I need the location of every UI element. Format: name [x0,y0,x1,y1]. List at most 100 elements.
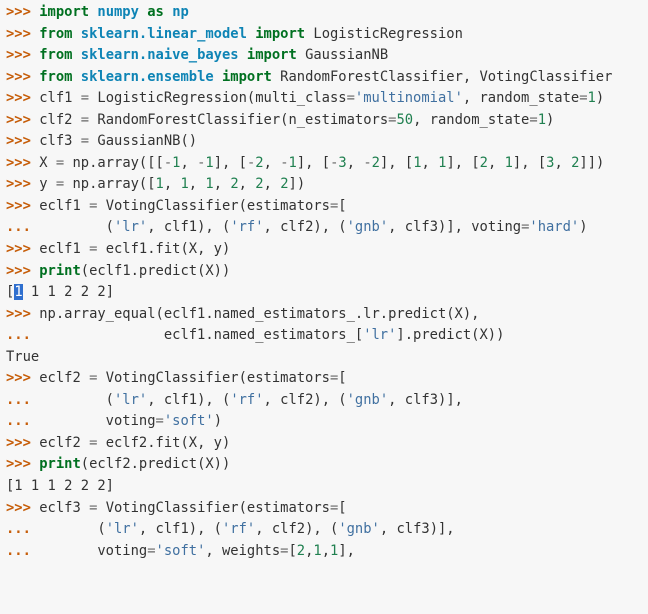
operator: = [521,219,530,236]
keyword: from [39,25,73,42]
code-text: eclf2.fit(X, y) [97,434,231,451]
code-text [139,4,147,20]
operator: = [329,370,339,387]
keyword: as [147,4,164,20]
code-line: ... eclf1.named_estimators_['lr'].predic… [6,325,648,347]
code-text: , [163,176,181,193]
code-text: , [487,154,505,171]
operator: - [363,154,372,171]
code-text: eclf1 [39,241,90,258]
prompt: >>> [6,262,40,279]
code-text: eclf1 [39,197,90,214]
keyword: import [39,4,90,20]
string-literal: 'lr' [114,219,148,236]
operator: = [388,111,397,128]
code-text: True [6,348,40,365]
code-line: ... voting='soft') [6,411,648,433]
code-text: , [238,176,256,193]
code-text: eclf2 [39,434,90,451]
code-text: , clf3)], [388,391,463,408]
code-text [72,47,80,63]
prompt: >>> [6,68,40,85]
code-text: GaussianNB [296,47,389,64]
code-text: np.array([[ [64,154,164,171]
number-literal: 1 [413,154,422,171]
prompt: >>> [6,434,40,451]
operator: - [246,154,256,171]
string-literal: 'soft' [155,542,206,559]
number-literal: 1 [537,111,546,128]
code-text: , clf2), ( [255,521,339,538]
keyword: from [39,68,73,85]
operator: = [55,176,65,193]
prompt: >>> [6,499,40,516]
code-text: ( [39,219,114,236]
prompt: >>> [6,456,40,473]
code-text: , clf1), ( [147,391,231,408]
code-text: VotingClassifier(estimators [97,499,330,516]
code-text: ], [ [213,154,247,171]
module-name: np [172,4,189,20]
operator: = [89,370,98,387]
number-literal: 1 [288,154,297,171]
operator: = [147,542,156,559]
code-text: , clf3)], voting [388,219,522,236]
code-text: , [263,176,281,193]
prompt: ... [6,391,40,408]
prompt: >>> [6,154,40,171]
number-literal: 2 [255,176,264,193]
code-text: LogisticRegression [305,25,463,42]
string-literal: 'rf' [230,391,264,408]
code-text: , random_state [462,90,580,107]
code-text [214,69,222,85]
code-text [72,69,80,85]
code-line: >>> from sklearn.ensemble import RandomF… [6,67,648,89]
operator: - [163,154,173,171]
prompt: >>> [6,197,40,214]
code-text: [ [338,197,347,214]
keyword: import [222,68,272,85]
operator: = [155,413,164,430]
code-text: ( [39,391,114,408]
code-line: >>> X = np.array([[-1, -1], [-2, -1], [-… [6,153,648,175]
string-literal: 'rf' [222,521,256,538]
code-line: ... voting='soft', weights=[2,1,1], [6,541,648,563]
operator: = [80,90,90,107]
code-text: , [263,154,281,171]
number-literal: 3 [546,154,555,171]
operator: = [89,197,98,214]
string-literal: 'gnb' [346,219,389,236]
code-text: np.array_equal(eclf1.named_estimators_.l… [39,305,480,322]
string-literal: 'lr' [363,327,397,344]
code-line: [1 1 1 2 2 2] [6,282,648,304]
keyword: import [255,25,306,42]
string-literal: 'gnb' [346,391,389,408]
code-line: >>> print(eclf1.predict(X)) [6,261,648,283]
code-text: 1 1 2 2 2] [22,284,114,301]
number-literal: 1 [313,542,322,559]
selected-text: 1 [14,284,23,301]
prompt: >>> [6,370,40,387]
code-line: >>> eclf2 = VotingClassifier(estimators=… [6,368,648,390]
code-text: , clf1), ( [147,219,231,236]
number-literal: 1 [504,154,513,171]
code-text: , [554,154,572,171]
code-line: >>> clf1 = LogisticRegression(multi_clas… [6,88,648,110]
keyword: from [39,47,73,64]
string-literal: 'hard' [529,219,580,236]
prompt: ... [6,521,40,538]
prompt: >>> [6,133,40,150]
operator: = [280,542,289,559]
code-text: ], [ [379,154,414,171]
code-line: >>> np.array_equal(eclf1.named_estimator… [6,304,648,326]
number-literal: 2 [230,176,239,193]
prompt: ... [6,327,40,344]
prompt: >>> [6,47,40,64]
code-text: , [321,542,331,559]
number-literal: 1 [330,542,339,559]
string-literal: 'gnb' [338,521,380,538]
string-literal: 'soft' [163,413,214,430]
number-literal: 2 [296,542,306,559]
code-line: >>> from sklearn.naive_bayes import Gaus… [6,45,648,67]
python-console-output[interactable]: >>> import numpy as np>>> from sklearn.l… [0,0,648,562]
